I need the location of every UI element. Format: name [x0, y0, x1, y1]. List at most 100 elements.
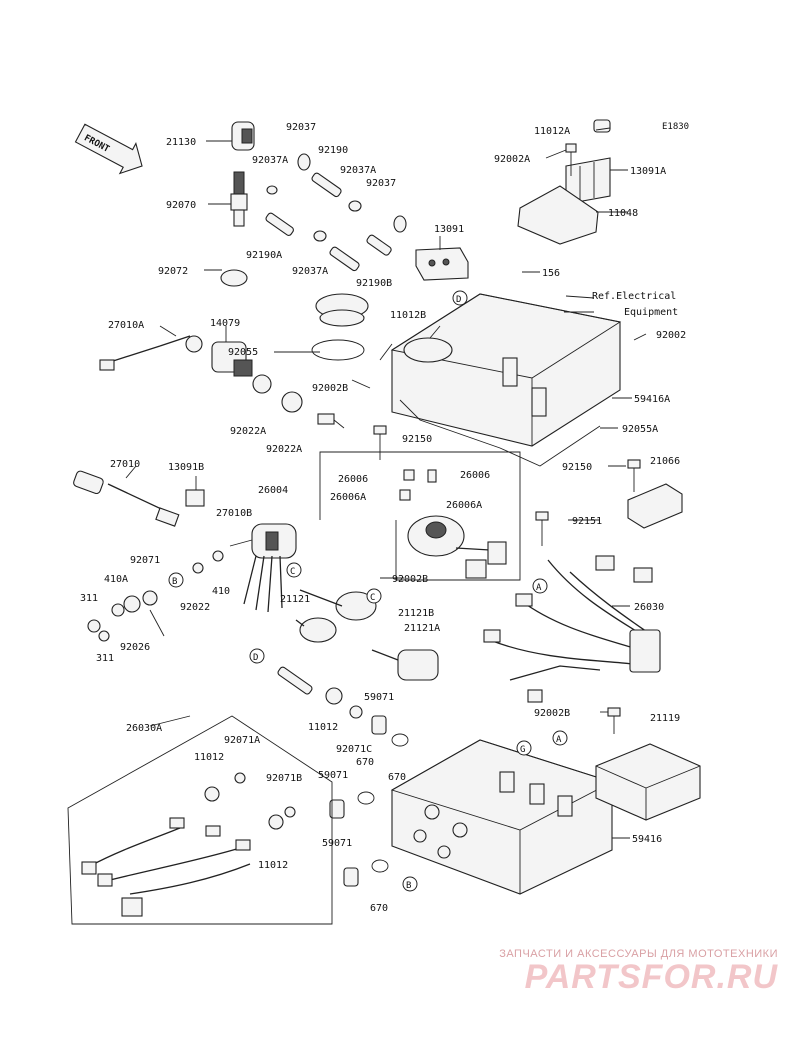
label-92002: 92002: [656, 330, 686, 341]
label-311-a: 311: [80, 593, 98, 604]
label-59071-b: 59071: [318, 770, 348, 781]
relay-21066: [627, 483, 683, 529]
callout-b-2: B: [406, 881, 411, 891]
label-27010: 27010: [110, 459, 140, 470]
label-26006A-b: 26006A: [446, 500, 482, 511]
label-92071: 92071: [130, 555, 160, 566]
label-92151: 92151: [572, 516, 602, 527]
label-59416A: 59416A: [634, 394, 670, 405]
washer-410: [212, 550, 224, 562]
small-rods: [265, 153, 407, 272]
label-13091: 13091: [434, 224, 464, 235]
solenoid-14079: [211, 341, 253, 377]
label-670-b: 670: [388, 772, 406, 783]
washer-92022: [192, 562, 204, 574]
group-bracket-26004: [319, 451, 521, 581]
label-92037A-a: 92037A: [252, 155, 288, 166]
label-26004: 26004: [258, 485, 288, 496]
label-26006-b: 26006: [460, 470, 490, 481]
callout-c-2: C: [370, 593, 375, 603]
callout-b-1: B: [172, 577, 177, 587]
rod-D: [277, 666, 313, 695]
cover-11048: [517, 185, 628, 245]
washer-410A: [111, 603, 125, 617]
label-11012-a: 11012: [308, 722, 338, 733]
label-11012B: 11012B: [390, 310, 426, 321]
label-92037-a: 92037: [286, 122, 316, 133]
bolt-92002A: [565, 143, 577, 176]
block-13091B: [185, 489, 205, 507]
label-92070: 92070: [166, 200, 196, 211]
label-92055: 92055: [228, 347, 258, 358]
callout-d-1: D: [456, 295, 461, 305]
clip-92072: [204, 269, 248, 287]
label-92022A-b: 92022A: [266, 444, 302, 455]
o-ring-92055: [311, 339, 365, 361]
front-arrow: FRONT: [74, 123, 143, 175]
nut-311-b: [98, 630, 110, 642]
label-92026: 92026: [120, 642, 150, 653]
callouts: D D C C A A B B G A: [168, 290, 568, 892]
label-21066: 21066: [650, 456, 680, 467]
label-311-b: 311: [96, 653, 114, 664]
label-11012A: 11012A: [534, 126, 570, 137]
leader-lines: [125, 127, 647, 839]
coil-21121A: [371, 649, 439, 681]
diagram-code: E1830: [662, 122, 689, 132]
label-92022: 92022: [180, 602, 210, 613]
subharness-26030A: [81, 772, 296, 917]
label-92071A: 92071A: [224, 735, 260, 746]
label-13091A: 13091A: [630, 166, 666, 177]
label-92022A-a: 92022A: [230, 426, 266, 437]
fittings-59071: [325, 687, 409, 887]
coil-21121: [295, 589, 377, 643]
label-26030: 26030: [634, 602, 664, 613]
label-59071-c: 59071: [322, 838, 352, 849]
watermark: ЗАПЧАСТИ И АКСЕССУАРЫ ДЛЯ МОТОТЕХНИКИ PA…: [499, 948, 778, 997]
callout-g: G: [520, 745, 525, 755]
cable-27010: [73, 470, 180, 527]
label-92071C: 92071C: [336, 744, 372, 755]
label-92190: 92190: [318, 145, 348, 156]
part-labels: 21130 92037 92190 92037A 92037A 92037 92…: [80, 122, 686, 914]
bolt-92002B: [317, 413, 345, 429]
coil-27010B: [229, 523, 297, 613]
holder-13091: [415, 236, 469, 281]
label-59416: 59416: [632, 834, 662, 845]
control-unit-21119: [595, 743, 701, 821]
label-13091B: 13091B: [168, 462, 204, 473]
label-21121: 21121: [280, 594, 310, 605]
bolt-92002B-right: [607, 707, 621, 734]
bolt-92151: [535, 511, 549, 546]
label-92071B: 92071B: [266, 773, 302, 784]
callout-d-2: D: [253, 653, 258, 663]
label-410: 410: [212, 586, 230, 597]
ref-note-line1: Ref.Electrical: [592, 291, 676, 302]
label-92072: 92072: [158, 266, 188, 277]
label-11012-b: 11012: [194, 752, 224, 763]
label-92190B: 92190B: [356, 278, 392, 289]
label-92037A-c: 92037A: [292, 266, 328, 277]
grommet-92071: [142, 590, 158, 606]
case-cover-59416A: [390, 293, 622, 467]
label-26006-a: 26006: [338, 474, 368, 485]
watermark-tagline: ЗАПЧАСТИ И АКСЕССУАРЫ ДЛЯ МОТОТЕХНИКИ: [499, 948, 778, 960]
label-59071-a: 59071: [364, 692, 394, 703]
label-92002B-c: 92002B: [534, 708, 570, 719]
regulator-26006: [399, 469, 507, 579]
watermark-logo: PARTSFOR.RU: [524, 958, 778, 996]
washer-92022A-a: [252, 374, 272, 394]
label-670-a: 670: [356, 757, 374, 768]
label-11048: 11048: [608, 208, 638, 219]
spark-plug-92070: [208, 171, 248, 227]
bolt-92150-right: [627, 459, 641, 492]
label-92150-a: 92150: [402, 434, 432, 445]
label-14079: 14079: [210, 318, 240, 329]
label-92150-b: 92150: [562, 462, 592, 473]
washer-92022A-b: [281, 391, 303, 413]
label-11012-c: 11012: [258, 860, 288, 871]
switch-21130: [206, 121, 255, 151]
label-92002B-a: 92002B: [312, 383, 348, 394]
cap-11012B: [315, 293, 369, 327]
